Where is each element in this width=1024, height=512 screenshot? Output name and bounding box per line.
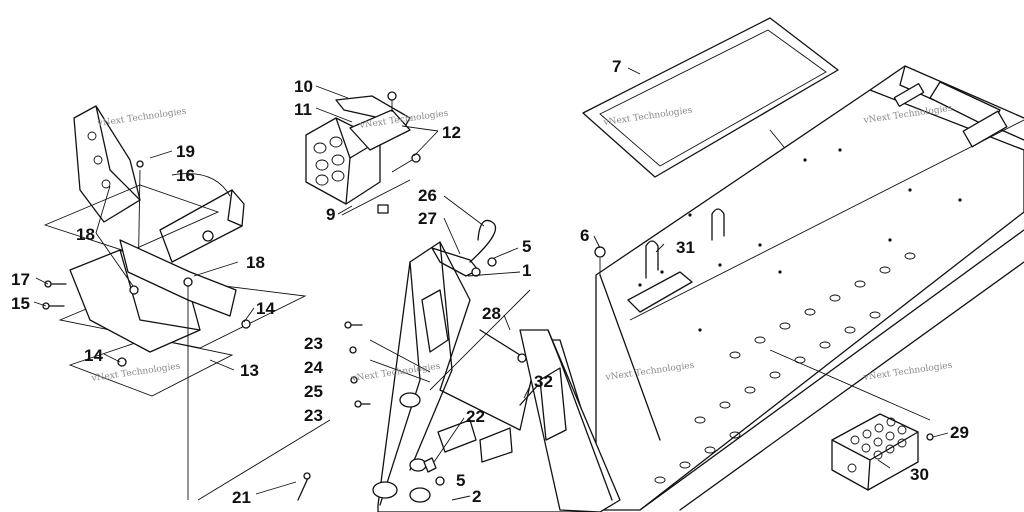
callout-7: 7 bbox=[612, 57, 621, 76]
callout-29: 29 bbox=[950, 423, 969, 442]
part-26-27-clip bbox=[431, 219, 497, 277]
callout-26: 26 bbox=[418, 186, 437, 205]
part-13-plate bbox=[43, 184, 331, 501]
callout-14: 14 bbox=[256, 299, 275, 318]
callout-9: 9 bbox=[326, 205, 335, 224]
callout-30: 30 bbox=[910, 465, 929, 484]
callout-5: 5 bbox=[522, 237, 531, 256]
callout-28: 28 bbox=[482, 304, 501, 323]
callout-12: 12 bbox=[442, 123, 461, 142]
callout-32: 32 bbox=[534, 372, 553, 391]
callout-23: 23 bbox=[304, 334, 323, 353]
callout-21: 21 bbox=[232, 488, 251, 507]
callout-18: 18 bbox=[76, 225, 95, 244]
callout-13: 13 bbox=[240, 361, 259, 380]
callout-15: 15 bbox=[11, 294, 30, 313]
callout-27: 27 bbox=[418, 209, 437, 228]
callout-6: 6 bbox=[580, 226, 589, 245]
part-30-bracket bbox=[831, 413, 949, 491]
left-bolts bbox=[42, 280, 445, 501]
callout-5: 5 bbox=[456, 471, 465, 490]
part-7-plate bbox=[582, 17, 839, 186]
callout-22: 22 bbox=[466, 407, 485, 426]
callout-10: 10 bbox=[294, 77, 313, 96]
callout-labels: 1 2 5 5 6 7 9 10 11 12 13 14 14 15 16 17… bbox=[11, 57, 969, 507]
callout-23: 23 bbox=[304, 406, 323, 425]
callout-11: 11 bbox=[294, 100, 312, 119]
callout-18: 18 bbox=[246, 253, 265, 272]
callout-16: 16 bbox=[176, 166, 195, 185]
part-9-12-bracket bbox=[305, 91, 421, 216]
callout-2: 2 bbox=[472, 487, 481, 506]
front-frame bbox=[369, 241, 621, 512]
callout-24: 24 bbox=[304, 358, 323, 377]
callout-31: 31 bbox=[676, 238, 695, 257]
callout-1: 1 bbox=[522, 261, 531, 280]
part-31-u-bolts bbox=[645, 208, 725, 279]
callout-14: 14 bbox=[84, 346, 103, 365]
watermark: vNext Technologies bbox=[862, 361, 953, 384]
callout-leaders bbox=[33, 67, 891, 501]
watermark: vNext Technologies bbox=[96, 107, 187, 130]
callout-25: 25 bbox=[304, 382, 323, 401]
watermark: vNext Technologies bbox=[90, 362, 181, 385]
callout-19: 19 bbox=[176, 142, 195, 161]
part-16-19-post bbox=[73, 105, 245, 291]
callout-17: 17 bbox=[11, 270, 30, 289]
